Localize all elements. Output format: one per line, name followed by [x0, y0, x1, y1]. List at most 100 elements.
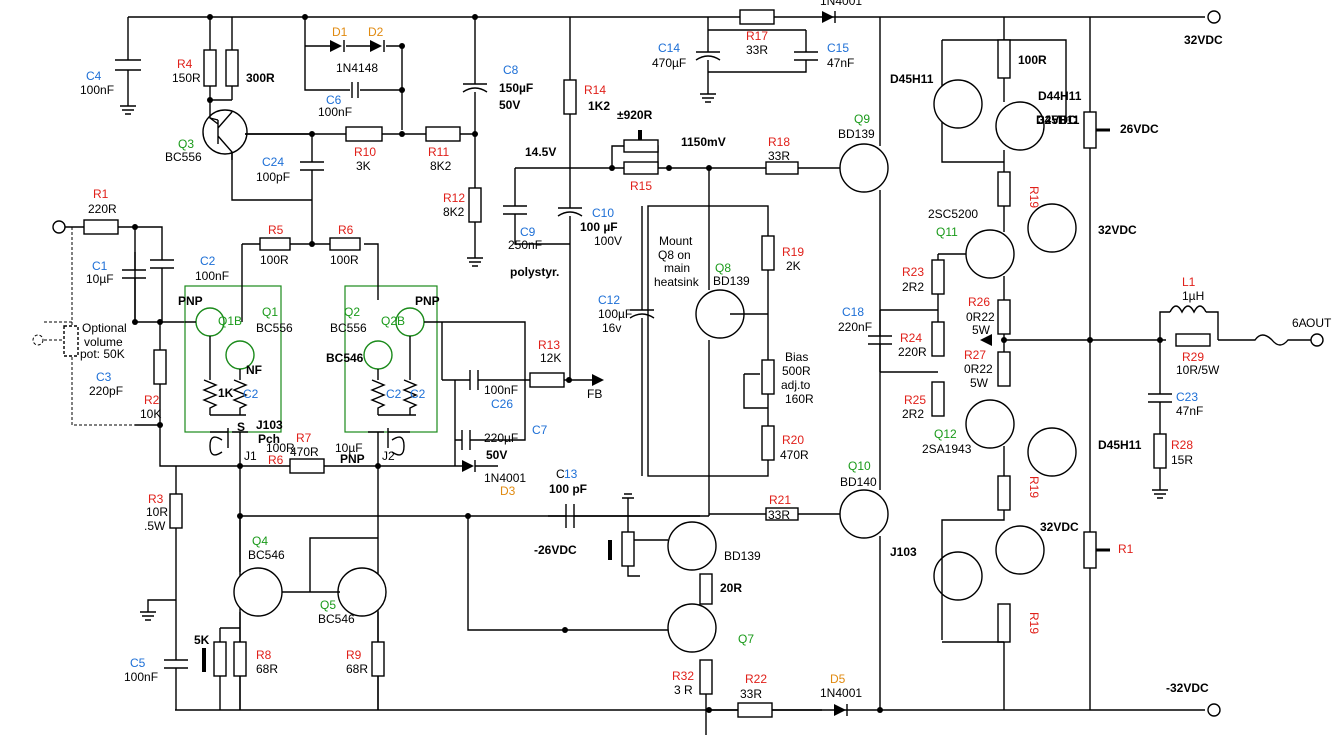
component-label: Q9 — [854, 112, 870, 126]
component-label: -26VDC — [534, 543, 577, 557]
component-label: 100nF — [124, 670, 158, 684]
component-label: R27 — [964, 348, 986, 362]
component-label: R9 — [346, 648, 362, 662]
component-label: R14 — [584, 83, 606, 97]
component-label: C23 — [1176, 390, 1198, 404]
component-label: BC556 — [256, 321, 293, 335]
component-label: C2 — [200, 254, 216, 268]
component-label: 33R — [746, 43, 768, 57]
component-label: ±920R — [617, 108, 653, 122]
component-label: 68R — [346, 662, 368, 676]
input-terminal — [52, 220, 66, 234]
component-label: 100nF — [318, 105, 352, 119]
component-label: 100R — [1018, 53, 1047, 67]
component-label: PNP — [178, 294, 203, 308]
component-label: C10 — [592, 206, 614, 220]
component-label: Q3 — [178, 137, 194, 151]
component-label: 10µF — [86, 272, 114, 286]
component-label: 100 pF — [549, 482, 587, 496]
component-label: C26 — [491, 397, 513, 411]
component-label: 12K — [540, 351, 561, 365]
component-label: J2 — [382, 449, 395, 463]
component-label: .5W — [144, 519, 166, 533]
component-label: C18 — [842, 305, 864, 319]
component-label: 3K — [356, 159, 371, 173]
component-label: OUT — [1306, 316, 1332, 330]
component-label: 100pF — [256, 170, 290, 184]
component-label: Q8 on — [658, 248, 691, 262]
component-label: 1N4001 — [484, 471, 526, 485]
component-label: S — [237, 420, 245, 434]
component-label: 32VDC — [1184, 33, 1223, 47]
component-label: Optional — [82, 321, 127, 335]
component-label: D3 — [500, 484, 516, 498]
component-label: R6 — [268, 453, 284, 467]
component-label: Q1 — [262, 305, 278, 319]
component-label: R11 — [428, 145, 449, 159]
component-label: 10K — [140, 407, 161, 421]
q4-transistor — [233, 567, 283, 617]
component-label: R17 — [746, 29, 768, 43]
component-label: R7 — [296, 431, 312, 445]
component-label: 50V — [499, 98, 520, 112]
component-label: 6A — [1292, 316, 1307, 330]
component-label: BC546 — [318, 612, 355, 626]
negative-rail-terminal — [1207, 703, 1221, 717]
component-label: R18 — [768, 135, 790, 149]
component-label: heatsink — [654, 275, 700, 289]
component-label: Bias — [785, 350, 808, 364]
component-label: BC546 — [326, 351, 364, 365]
component-label: 33R — [768, 508, 790, 522]
component-label: C4 — [86, 69, 102, 83]
component-label: -32VDC — [1166, 681, 1209, 695]
component-label: C1 — [92, 259, 108, 273]
q9-transistor — [839, 143, 889, 193]
component-label: 68R — [256, 662, 278, 676]
component-label: 220nF — [838, 320, 872, 334]
q5-transistor — [337, 567, 387, 617]
component-label: R8 — [256, 648, 272, 662]
q10-transistor — [839, 489, 889, 539]
component-label: BD140 — [840, 475, 877, 489]
component-label: Q5 — [320, 598, 336, 612]
component-label: BD139 — [724, 549, 761, 563]
component-label: 26VDC — [1120, 122, 1159, 136]
component-label: R22 — [745, 672, 767, 686]
component-label: main — [664, 261, 690, 275]
component-label: 5W — [970, 376, 989, 390]
component-label: 250nF — [508, 238, 542, 252]
component-label: 100nF — [484, 383, 518, 397]
component-label: C8 — [503, 63, 519, 77]
component-label: 2SA1943 — [922, 442, 972, 456]
component-label: R23 — [902, 265, 924, 279]
component-label: PNP — [415, 294, 440, 308]
q11-transistor — [965, 229, 1015, 279]
component-label: BD139 — [838, 127, 875, 141]
component-label: 1N4001 — [820, 686, 862, 700]
component-label: R19 — [1027, 612, 1041, 634]
component-label: 15R — [1171, 453, 1193, 467]
component-label: Q8 — [715, 261, 731, 275]
component-label: 13 — [564, 467, 578, 481]
component-label: 33R — [768, 149, 790, 163]
component-label: 47nF — [827, 56, 854, 70]
component-label: 10µF — [335, 441, 363, 455]
component-label: Q2B — [381, 314, 405, 328]
input-stage — [32, 219, 604, 710]
component-label: Q11 — [936, 225, 958, 239]
component-label: R2 — [144, 393, 160, 407]
component-label: 100µF — [598, 307, 632, 321]
component-label: 470R — [290, 445, 319, 459]
component-label: 470µF — [652, 56, 686, 70]
component-label: C14 — [658, 41, 680, 55]
component-label: 2R2 — [902, 280, 924, 294]
component-label: 10R/5W — [1176, 363, 1220, 377]
component-label: C3 — [96, 370, 112, 384]
output-stage — [880, 17, 1324, 710]
component-label: R6 — [338, 223, 354, 237]
q12-transistor — [965, 399, 1015, 449]
component-label: R1 — [93, 187, 109, 201]
component-label: C6 — [326, 93, 342, 107]
component-label: R4 — [177, 57, 193, 71]
